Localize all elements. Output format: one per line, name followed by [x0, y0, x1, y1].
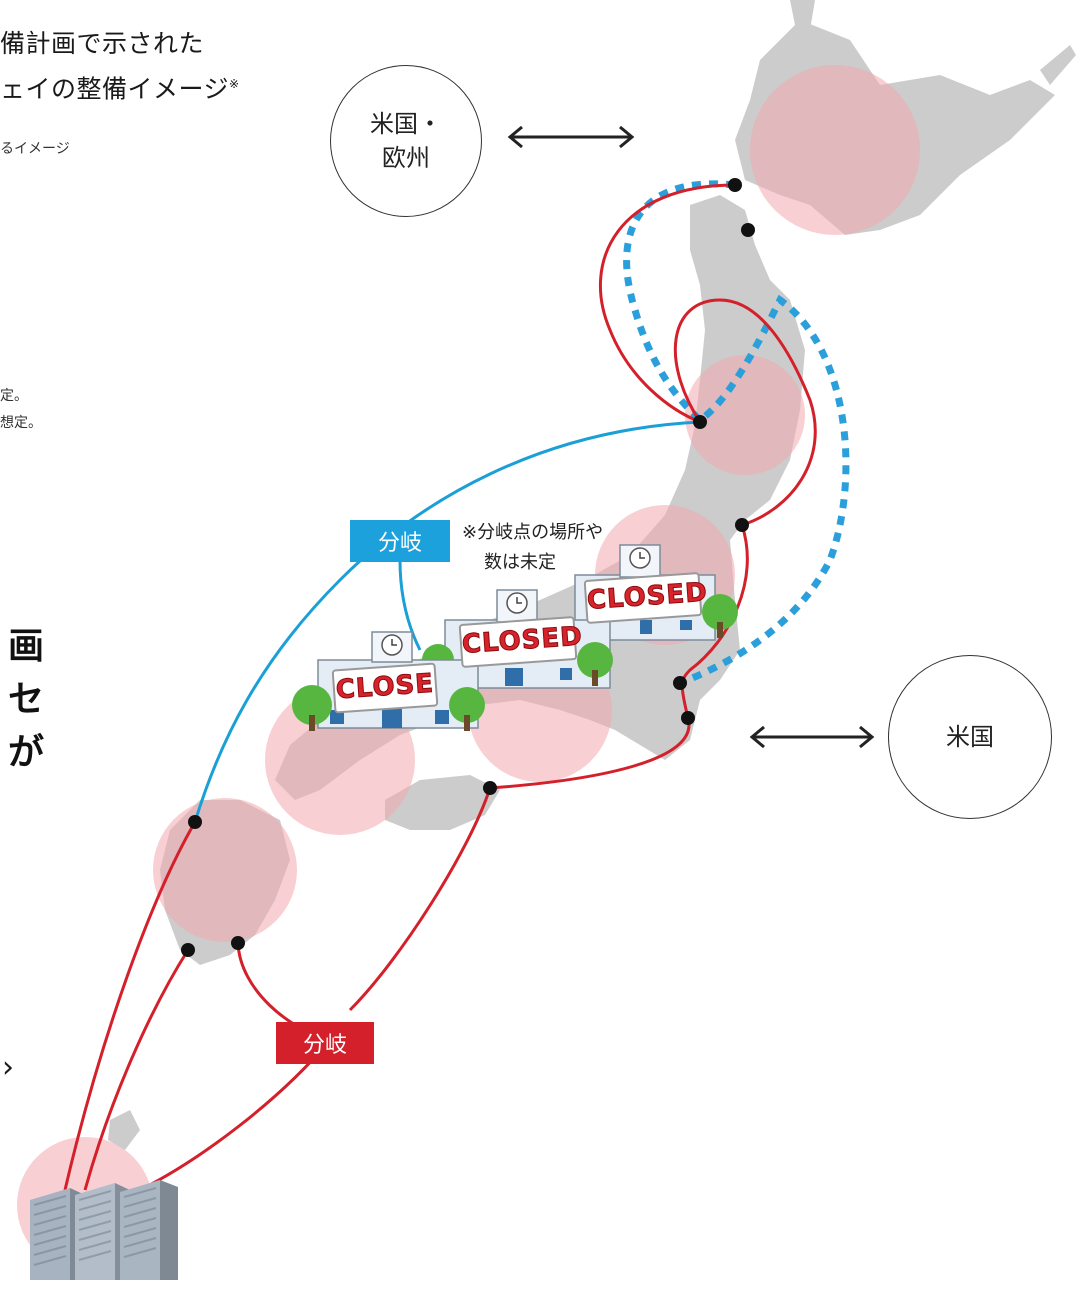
header-note-2: 想定。	[0, 415, 42, 431]
header-title-line1: 備計画で示された	[0, 29, 205, 58]
dotted-route	[623, 180, 850, 687]
building-3	[120, 1180, 178, 1280]
destination-us-europe: 米国・欧州	[330, 65, 482, 217]
point-5	[673, 676, 687, 690]
point-6	[681, 711, 695, 725]
red-route-pacific	[489, 717, 691, 790]
region-hokkaido	[750, 65, 920, 235]
header-title-line2: ェイの整備イメージ※	[0, 68, 240, 105]
point-1	[728, 178, 742, 192]
branch-note-line1: ※分岐点の場所や	[462, 522, 604, 543]
arrow-us	[749, 725, 875, 749]
destination-us-europe-line1: 米国・	[370, 110, 442, 138]
point-3	[693, 415, 707, 429]
red-route-kyushu-2	[83, 949, 190, 1191]
honshu-land	[275, 195, 805, 800]
branch-note: ※分岐点の場所や 数は未定	[462, 518, 603, 578]
shikoku-land	[385, 775, 500, 830]
point-4	[735, 518, 749, 532]
red-route-tohoku-loop	[673, 298, 817, 527]
region-kyushu	[153, 798, 297, 942]
okinawa-land	[108, 1110, 140, 1150]
blue-route-drop	[398, 559, 422, 651]
closed-sign-middle-text: CLOSED	[461, 621, 585, 660]
header-note-1: 定。	[0, 388, 28, 404]
blue-route-main	[193, 420, 701, 823]
branch-note-line2: 数は未定	[484, 552, 556, 573]
data-center-buildings	[30, 1180, 178, 1280]
header-title-text: ェイの整備イメージ	[0, 74, 230, 104]
red-route-kyushu-1	[63, 821, 197, 1191]
point-9	[181, 943, 195, 957]
landing-points	[181, 178, 755, 957]
left-arrow-glyph: ›	[2, 1050, 14, 1085]
arrows	[507, 125, 875, 749]
destination-us-label: 米国	[946, 723, 994, 751]
point-7	[483, 781, 497, 795]
red-route-hokkaido-tohoku	[599, 183, 736, 424]
branch-label-blue: 分岐	[350, 520, 450, 562]
header-title-mark: ※	[229, 77, 240, 91]
left-bold-line2: セ	[8, 679, 45, 720]
point-10	[231, 936, 245, 950]
blue-routes	[193, 420, 701, 823]
left-bold-line3: が	[8, 732, 45, 773]
sakhalin-land	[790, 0, 815, 30]
destination-us-europe-label: 米国・欧州	[370, 107, 442, 175]
closed-sign-left: CLOSE	[331, 662, 439, 714]
closed-sign-right-text: CLOSED	[586, 577, 710, 616]
destination-us: 米国	[888, 655, 1052, 819]
region-tohoku	[685, 355, 805, 475]
closed-sign-middle: CLOSED	[458, 616, 584, 668]
closed-sign-left-text: CLOSE	[334, 668, 436, 706]
point-8	[188, 815, 202, 829]
header-note-image: るイメージ	[0, 141, 70, 157]
destination-us-europe-line2: 欧州	[382, 144, 430, 172]
point-2	[741, 223, 755, 237]
arrow-us-europe	[507, 125, 635, 149]
red-route-kansai-branch	[348, 787, 492, 1012]
closed-sign-right: CLOSED	[583, 572, 709, 624]
kuril-land	[1040, 45, 1076, 85]
branch-label-red: 分岐	[276, 1022, 374, 1064]
left-bold-line1: 画	[8, 626, 45, 667]
